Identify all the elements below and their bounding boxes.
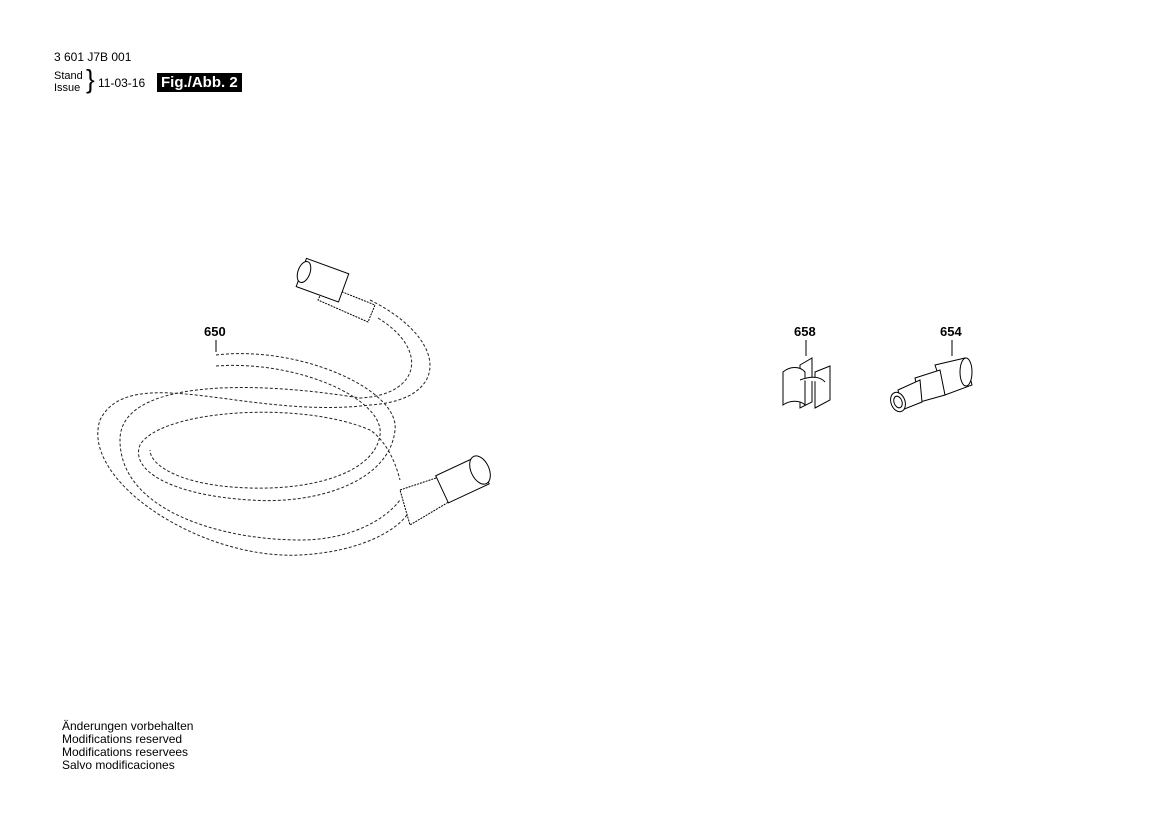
- note-fr: Modifications reservees: [62, 745, 189, 759]
- part-label-654: 654: [940, 324, 962, 339]
- issue-label: Issue: [54, 82, 81, 94]
- adapter-654: [890, 357, 973, 413]
- figure-label: Fig./Abb. 2: [157, 73, 242, 92]
- note-en: Modifications reserved: [62, 732, 183, 746]
- brace: }: [86, 64, 95, 94]
- hose-650: [97, 299, 431, 556]
- hose-end-bottom: [399, 455, 491, 526]
- stand-issue-label: Stand Issue: [54, 70, 83, 94]
- note-es: Salvo modificaciones: [62, 758, 175, 772]
- modification-notes: Änderungen vorbehalten Modifications res…: [62, 720, 193, 772]
- part-label-650: 650: [204, 324, 226, 339]
- issue-date: 11-03-16: [98, 76, 146, 90]
- note-de: Änderungen vorbehalten: [62, 719, 194, 733]
- part-label-658: 658: [794, 324, 816, 339]
- hose-end-top: [295, 257, 376, 323]
- document-number: 3 601 J7B 001: [54, 50, 132, 64]
- stand-label: Stand: [54, 70, 83, 82]
- clip-658: [782, 357, 831, 409]
